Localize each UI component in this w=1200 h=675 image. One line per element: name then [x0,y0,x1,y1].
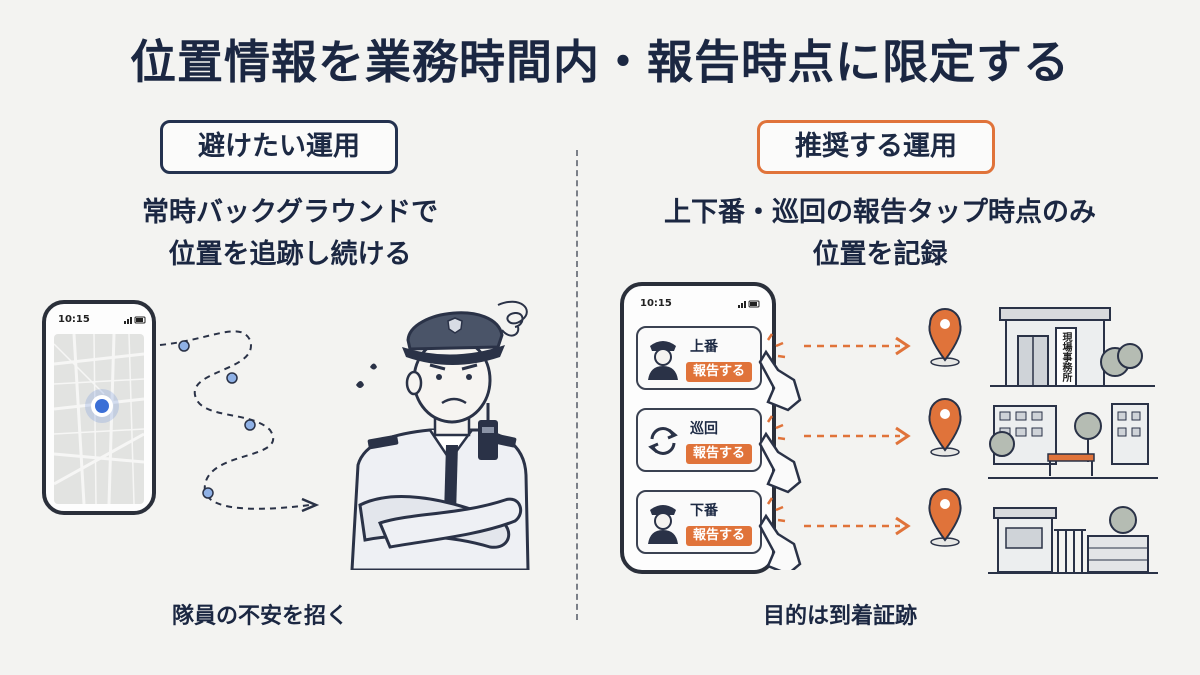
guard-avatar-icon [648,341,678,380]
guard-avatar-icon [648,505,678,544]
tap-hands [758,333,802,570]
report-card-patrol: 巡回 報告する [636,408,762,472]
left-subtitle: 常時バックグラウンドで 位置を追跡し続ける [80,192,500,276]
tap-hand-icon [758,349,802,570]
signal-battery-icon [738,300,760,308]
avoid-badge: 避けたい運用 [160,120,398,174]
location-dot-icon [85,389,119,423]
right-phone-time: 10:15 [640,298,672,309]
right-subtitle-line2: 位置を記録 [812,239,948,270]
card-label-on-duty: 上番 [690,339,718,355]
right-subtitle-line1: 上下番・巡回の報告タップ時点のみ [664,197,1096,228]
right-caption: 目的は到着証跡 [762,604,917,629]
site-office-sign: 現場事務所 [1060,332,1071,382]
location-pin-icon [928,308,962,547]
tracking-path [159,330,320,513]
report-button-on-duty[interactable]: 報告する [686,362,752,382]
map-view [54,334,144,504]
right-subtitle: 上下番・巡回の報告タップ時点のみ 位置を記録 [600,192,1160,276]
worried-guard-illustration [350,300,530,570]
report-card-off-duty: 下番 報告する [636,490,762,554]
record-arrows [804,308,962,547]
left-caption: 隊員の不安を招く [171,604,348,629]
refresh-icon [648,427,678,455]
signal-battery-icon [124,316,146,324]
center-divider [576,150,578,620]
gatehouse-illustration [988,506,1158,574]
recommended-badge: 推奨する運用 [757,120,995,174]
report-button-off-duty[interactable]: 報告する [686,526,752,546]
right-phone: 10:15 上番 報告する 巡回 報告する 下番 報告する [620,282,776,574]
report-card-on-duty: 上番 報告する [636,326,762,390]
left-subtitle-line1: 常時バックグラウンドで [142,197,438,228]
left-phone-time: 10:15 [58,314,90,325]
page-title: 位置情報を業務時間内・報告時点に限定する [130,35,1070,89]
report-button-patrol[interactable]: 報告する [686,444,752,464]
patrol-area-illustration [988,403,1158,479]
site-office-illustration [990,307,1155,387]
card-label-off-duty: 下番 [690,503,718,519]
left-subtitle-line2: 位置を追跡し続ける [168,239,412,270]
left-phone: 10:15 [42,300,156,515]
card-label-patrol: 巡回 [690,421,718,437]
